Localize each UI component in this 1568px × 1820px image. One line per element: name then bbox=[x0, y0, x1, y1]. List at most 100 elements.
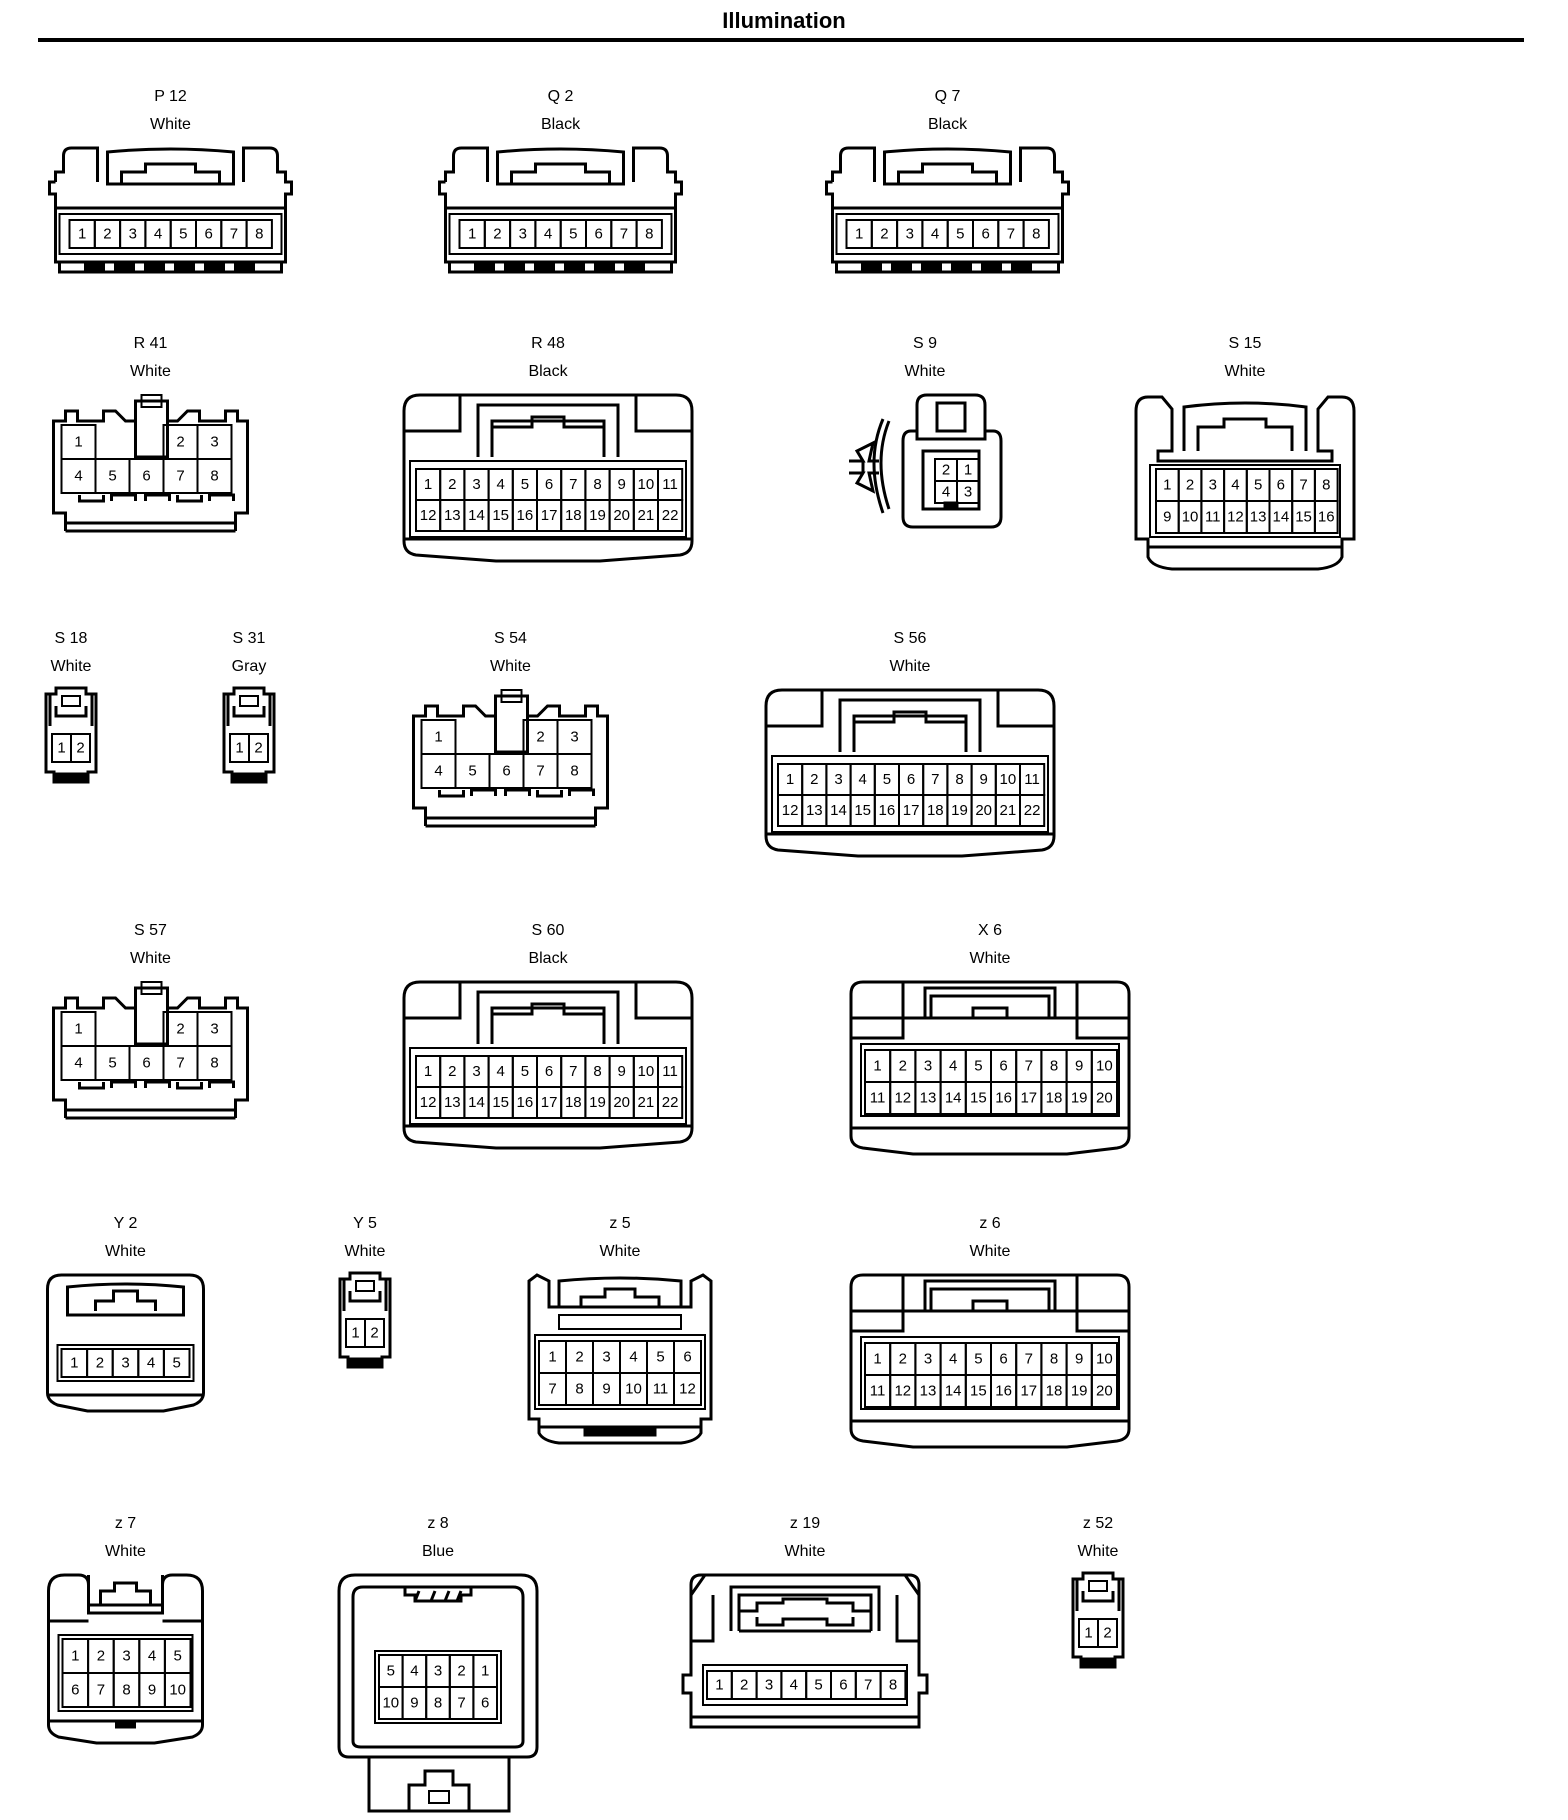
latch-slot bbox=[134, 1008, 169, 1046]
pin-cavity: 4 bbox=[619, 1340, 648, 1374]
pin-number: 2 bbox=[97, 1648, 105, 1665]
pin-cavity: 15 bbox=[964, 1081, 993, 1115]
pin-number: 2 bbox=[899, 1351, 907, 1368]
pin-cavity: 2 bbox=[1097, 1618, 1118, 1648]
lock-tab bbox=[854, 710, 966, 724]
pin-frame bbox=[860, 1336, 1120, 1410]
pin-number: 16 bbox=[995, 1383, 1012, 1400]
lock-tab bbox=[510, 162, 611, 184]
pin-cavity: 9 bbox=[970, 763, 997, 796]
pin-number: 16 bbox=[1318, 509, 1335, 526]
pin-cavity: 3 bbox=[592, 1340, 621, 1374]
pin-cavity: 3 bbox=[556, 719, 593, 755]
lock-tab bbox=[492, 415, 604, 429]
latch-outline bbox=[557, 1276, 683, 1307]
pin-cavity: 7 bbox=[610, 219, 638, 249]
pin-number: 3 bbox=[964, 484, 972, 501]
pin-number: 4 bbox=[949, 1058, 957, 1075]
connector-color-label: White bbox=[1224, 363, 1266, 380]
pin-number: 3 bbox=[472, 1063, 480, 1080]
pin-number: 11 bbox=[662, 1063, 678, 1080]
latch-tab bbox=[239, 695, 259, 707]
pin-number: 13 bbox=[444, 507, 461, 524]
housing-outline bbox=[825, 146, 1070, 264]
connector-color-label: White bbox=[784, 1543, 826, 1560]
pin-cavity: 1 bbox=[864, 1342, 892, 1376]
pin-frame bbox=[448, 213, 673, 255]
housing-edge bbox=[404, 395, 692, 433]
pin-number: 5 bbox=[1254, 477, 1262, 494]
pin-cavity: 5 bbox=[964, 1049, 993, 1083]
pin-number: 3 bbox=[906, 226, 914, 243]
pin-number: 8 bbox=[593, 476, 601, 493]
pin-number: 19 bbox=[951, 802, 968, 819]
connector-color-label: White bbox=[105, 1543, 146, 1560]
pin-cavity: 8 bbox=[1040, 1342, 1068, 1376]
pin-cavity: 10 bbox=[632, 468, 660, 501]
pin-cavity: 1 bbox=[956, 458, 980, 482]
pin-number: 11 bbox=[662, 476, 678, 493]
pin-cavity: 14 bbox=[939, 1081, 967, 1115]
pin-number: 6 bbox=[481, 1695, 489, 1712]
pin-frame bbox=[57, 1634, 194, 1712]
pin-number: 1 bbox=[235, 740, 243, 757]
pin-cavity: 10 bbox=[994, 763, 1022, 796]
pin-number: 4 bbox=[497, 1063, 505, 1080]
connector-color-label: White bbox=[969, 1243, 1011, 1260]
pin-cavity: 5 bbox=[559, 219, 587, 249]
lock-tab bbox=[929, 994, 1051, 1020]
pin-cavity: 7 bbox=[538, 1372, 567, 1406]
pin-cavity: 2 bbox=[248, 733, 269, 763]
connector-color-label: White bbox=[889, 658, 931, 675]
polarity-key bbox=[115, 1719, 136, 1729]
pin-number: 13 bbox=[806, 802, 823, 819]
connector-id-label: z 5 bbox=[609, 1215, 631, 1232]
pin-number: 3 bbox=[765, 1677, 773, 1694]
pin-cavity: 20 bbox=[608, 499, 635, 532]
pin-cavity: 12 bbox=[415, 499, 442, 532]
pin-cavity: 7 bbox=[1291, 468, 1316, 502]
housing-outline bbox=[48, 146, 293, 264]
pin-number: 17 bbox=[541, 507, 558, 524]
latch-slot bbox=[494, 716, 529, 754]
pin-cavity: 20 bbox=[970, 794, 997, 827]
pin-cavity: 5 bbox=[162, 1348, 191, 1378]
pin-cavity: 1 bbox=[538, 1340, 567, 1374]
pin-cavity: 10 bbox=[1177, 500, 1203, 534]
latch-tab bbox=[355, 1280, 375, 1292]
connector-id-label: Y 5 bbox=[353, 1215, 377, 1232]
pin-cavity: 11 bbox=[1200, 500, 1226, 534]
pin-cavity: 19 bbox=[946, 794, 973, 827]
connector-color-label: White bbox=[1077, 1543, 1119, 1560]
pin-number: 18 bbox=[565, 507, 582, 524]
pin-number: 22 bbox=[1024, 802, 1041, 819]
pin-number: 8 bbox=[593, 1063, 601, 1080]
housing-outline bbox=[52, 986, 249, 1112]
lock-tab bbox=[739, 1617, 871, 1633]
connector-color-label: Black bbox=[528, 363, 568, 380]
pin-number: 9 bbox=[618, 476, 626, 493]
pin-number: 18 bbox=[1046, 1090, 1063, 1107]
pin-cavity: 5 bbox=[94, 458, 131, 494]
pin-frame bbox=[860, 1043, 1120, 1117]
pin-number: 4 bbox=[544, 226, 552, 243]
pin-number: 21 bbox=[638, 1094, 655, 1111]
title-rule bbox=[38, 38, 1524, 42]
pin-cavity: 8 bbox=[1313, 468, 1339, 502]
housing-edge bbox=[48, 694, 94, 726]
pin-cavity: 15 bbox=[487, 1086, 514, 1119]
base-rib bbox=[174, 262, 195, 274]
pin-cavity: 3 bbox=[896, 219, 924, 249]
pin-number: 20 bbox=[1096, 1383, 1113, 1400]
pin-cavity: 8 bbox=[946, 763, 973, 796]
pin-cavity: 2 bbox=[87, 1638, 115, 1674]
pin-cavity: 7 bbox=[1015, 1342, 1043, 1376]
